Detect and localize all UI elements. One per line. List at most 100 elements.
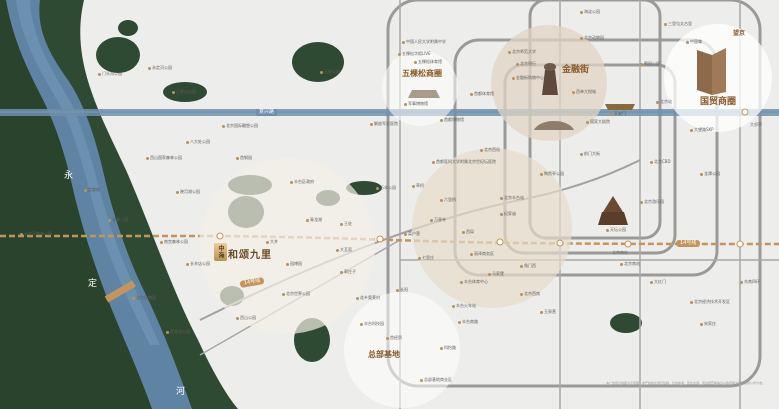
poi-label-68: 大井 xyxy=(266,240,278,244)
poi-label-73: 首经贸 xyxy=(386,336,402,340)
poi-label-2: 门头沟公园 xyxy=(98,72,122,76)
poi-label-30: 北京经济技术开发区 xyxy=(690,300,730,304)
poi-label-80: 纪家庙 xyxy=(500,212,516,216)
poi-label-13: 晓月湖公园 xyxy=(176,190,200,194)
poi-label-81: 草桥 xyxy=(412,184,424,188)
poi-label-50: 陶然亭公园 xyxy=(540,172,564,176)
poi-label-57: 宋家庄 xyxy=(700,322,716,326)
poi-label-8: 首钢园 xyxy=(236,156,252,160)
poi-label-39: 五棵松体育馆 xyxy=(414,60,442,64)
poi-label-32: 天安门 xyxy=(610,112,626,116)
poi-label-67: 郭庄子 xyxy=(340,270,356,274)
hub-zongbu: 总部基地 xyxy=(368,350,400,359)
poi-label-44: 三里屯太古里 xyxy=(664,22,692,26)
bridge xyxy=(104,280,136,303)
hub-wukesong: 五棵松商圈 xyxy=(402,69,442,78)
poi-label-10: 翠湖公园 xyxy=(108,218,128,222)
road-label-fuxing: 复兴路 xyxy=(256,109,278,116)
poi-label-45: 朝阳公园 xyxy=(640,62,660,66)
poi-label-40: 西单大悦城 xyxy=(572,90,596,94)
poi-label-5: 玉泉公园 xyxy=(320,70,340,74)
poi-label-78: 角门西 xyxy=(520,264,536,268)
station-daju: 大郊亭 xyxy=(750,122,762,127)
hub-circle-project xyxy=(199,158,375,334)
poi-label-6: 八大处公园 xyxy=(186,140,210,144)
poi-label-46: 首都博物馆 xyxy=(440,118,464,122)
poi-label-15: 丰台区政府 xyxy=(290,180,314,184)
station-wangjing: 望京 xyxy=(733,30,746,37)
poi-label-14: 莲花池公园 xyxy=(166,330,190,334)
poi-label-60: 六里桥 xyxy=(440,198,456,202)
poi-label-24: 北京南站 xyxy=(620,262,640,266)
poi-label-28: 解放军总医院 xyxy=(370,122,398,126)
poi-label-35: 北京师范大学 xyxy=(508,50,536,54)
poi-label-55: 总部基地商业区 xyxy=(420,378,452,382)
poi-label-33: 北京银行 xyxy=(516,62,536,66)
hub-circle-wukesong xyxy=(382,50,458,126)
poi-label-21: 五棵松华熙LIVE xyxy=(398,52,431,56)
poi-label-17: 西山公园 xyxy=(236,316,256,320)
line14-label-east: 14号线 xyxy=(676,240,701,247)
poi-label-16: 南宫森林公园 xyxy=(160,240,188,244)
poi-label-12: 永定河森林公园 xyxy=(20,232,52,236)
station-dots xyxy=(216,108,749,248)
poi-label-71: 王佐 xyxy=(340,222,352,226)
poi-label-70: 青龙湖 xyxy=(306,218,322,222)
fuxing-road xyxy=(0,109,779,116)
poi-label-49: 前门大街 xyxy=(580,152,600,156)
river-name-char-3: 河 xyxy=(176,387,186,397)
poi-label-36: 首都体育馆 xyxy=(470,92,494,96)
poi-label-52: 龙潭公园 xyxy=(700,172,720,176)
hub-jinrong: 金融街 xyxy=(562,65,590,75)
landmarks xyxy=(408,48,726,225)
poi-label-31: 国家大剧院 xyxy=(586,120,610,124)
poi-label-18: 北京世界公园 xyxy=(282,292,310,296)
poi-label-43: 北京CBD xyxy=(650,160,671,164)
poi-label-51: 北京游乐园 xyxy=(640,200,664,204)
poi-label-75: 丰台南路 xyxy=(458,320,478,324)
poi-label-22: 北京西站 xyxy=(480,148,500,152)
poi-label-74: 科怡路 xyxy=(440,346,456,350)
poi-label-1: 永定河公园 xyxy=(148,66,172,70)
poi-label-38: 海淀公园 xyxy=(580,10,600,14)
poi-label-53: 花乡奥莱村 xyxy=(356,296,380,300)
poi-label-64: 西局 xyxy=(462,230,474,234)
disclaimer-text: 本广告所示地图为示意图，非严格依比例尺绘制，仅供参考。区位交通、周边配套等信息以… xyxy=(606,381,766,385)
poi-label-26: 中国人民大学附属中学 xyxy=(402,40,446,44)
project-name: 和颂九里 xyxy=(228,250,272,261)
poi-label-9: 定都阁 xyxy=(84,188,100,192)
poi-label-37: 北京动物园 xyxy=(580,36,604,40)
hub-guomao: 国贸商圈 xyxy=(700,97,737,107)
poi-label-23: 天坛公园 xyxy=(606,228,626,232)
hub-circle-lize xyxy=(412,148,572,308)
poi-label-61: 北京丰台站 xyxy=(500,196,524,200)
poi-label-3: 石景山公园 xyxy=(172,90,196,94)
poi-label-58: 东南四环 xyxy=(740,280,760,284)
poi-label-62: 万泉寺 xyxy=(430,218,446,222)
poi-label-54: 丰台科技园 xyxy=(360,322,384,326)
poi-label-79: 马家堡 xyxy=(488,272,504,276)
poi-label-48: 北京站 xyxy=(656,100,672,104)
river-name-char-2: 定 xyxy=(88,279,98,289)
poi-label-19: 长辛店公园 xyxy=(186,262,210,266)
station-beijing-south: 北京南站 xyxy=(612,250,628,255)
poi-label-56: 大红门 xyxy=(650,280,666,284)
poi-label-11: 北京园博园 xyxy=(132,296,156,300)
poi-label-65: 七里庄 xyxy=(418,256,434,260)
poi-label-47: 军事博物馆 xyxy=(404,102,428,106)
poi-label-29: 丰台体育中心 xyxy=(460,280,488,284)
poi-label-77: 玉泉营 xyxy=(540,310,556,314)
poi-label-20: 丽泽商务区 xyxy=(470,252,494,256)
poi-label-66: 大瓦窑 xyxy=(336,248,352,252)
poi-label-76: 北京西南 xyxy=(520,292,540,296)
poi-label-69: 园博园 xyxy=(286,262,302,266)
poi-label-34: 金融街购物中心 xyxy=(512,76,544,80)
poi-label-4: 北京国际雕塑公园 xyxy=(222,124,258,128)
poi-label-41: 大望路SKP xyxy=(690,128,714,132)
poi-label-63: 菜户营 xyxy=(404,232,420,236)
river-name-char-1: 永 xyxy=(64,171,74,181)
poi-label-25: 万丰公园 xyxy=(376,186,396,190)
project-badge: 中海 xyxy=(214,243,227,261)
